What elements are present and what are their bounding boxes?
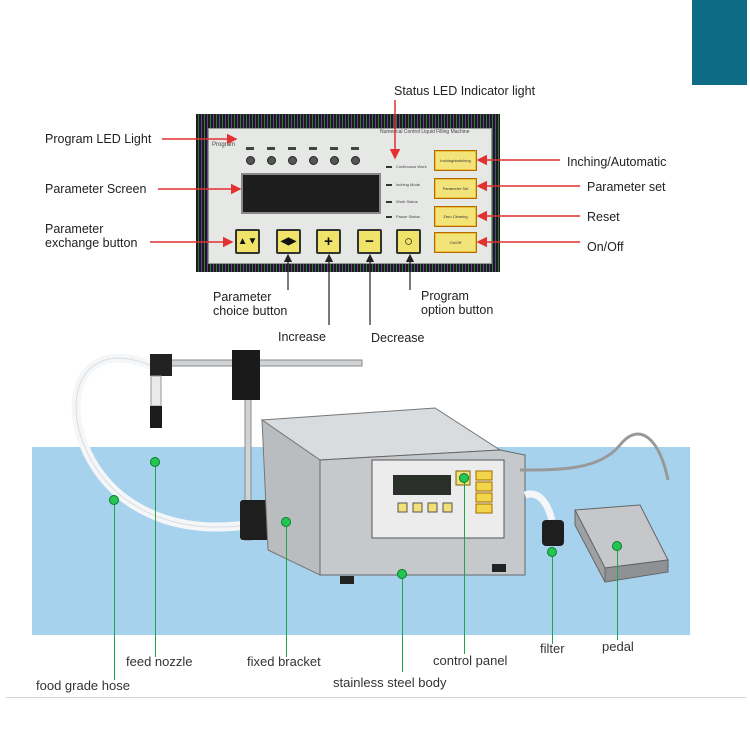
label-param-exchange-2: exchange button: [45, 236, 138, 250]
pointer-line-stainless-body: [402, 574, 403, 672]
pointer-dot-control-panel: [459, 473, 469, 483]
pointer-line-pedal: [617, 546, 618, 640]
label-param-choice-1: Parameter: [213, 290, 272, 304]
program-option-button[interactable]: ○: [396, 229, 421, 254]
pointer-dot-filter: [547, 547, 557, 557]
label-onoff: On/Off: [587, 240, 624, 254]
label-param-set: Parameter set: [587, 180, 666, 194]
program-led: [351, 156, 360, 165]
label-filter: filter: [540, 641, 565, 656]
status-led: [386, 216, 392, 218]
label-param-choice-2: choice button: [213, 304, 288, 318]
label-food-grade-hose: food grade hose: [36, 678, 130, 693]
parameter-screen: [241, 173, 381, 214]
parameter-choice-button[interactable]: ◀▶: [276, 229, 301, 254]
machine-title: Numerical Control Liquid Filling Machine: [380, 129, 470, 135]
label-decrease: Decrease: [371, 331, 425, 345]
label-param-exchange-1: Parameter: [45, 222, 104, 236]
label-program-option-2: option button: [421, 303, 494, 317]
status-item: Continuous Work: [396, 164, 427, 169]
label-program-led: Program LED Light: [45, 132, 152, 146]
status-led: [386, 201, 392, 203]
label-parameter-screen: Parameter Screen: [45, 182, 147, 196]
increase-button[interactable]: +: [316, 229, 341, 254]
status-led: [386, 166, 392, 168]
pointer-dot-fixed-bracket: [281, 517, 291, 527]
parameter-exchange-button[interactable]: ▲▼: [235, 229, 260, 254]
corner-accent-block: [692, 0, 747, 85]
label-reset: Reset: [587, 210, 620, 224]
status-item: Work Status: [396, 199, 418, 204]
pointer-dot-pedal: [612, 541, 622, 551]
filling-machine-illustration: [71, 350, 670, 584]
pointer-dot-food-grade-hose: [109, 495, 119, 505]
program-dash: [246, 147, 254, 150]
label-control-panel: control panel: [433, 653, 508, 668]
program-led: [267, 156, 276, 165]
pointer-line-food-grade-hose: [114, 500, 115, 680]
label-fixed-bracket: fixed bracket: [247, 654, 321, 669]
panel-callout-arrows: [150, 100, 580, 325]
program-dash: [330, 147, 338, 150]
pointer-line-filter: [552, 550, 553, 644]
status-item: Pause Status: [396, 214, 420, 219]
label-increase: Increase: [278, 330, 326, 344]
pointer-dot-feed-nozzle: [150, 457, 160, 467]
bottom-divider: [6, 697, 746, 698]
program-dash: [351, 147, 359, 150]
program-word: Program: [212, 142, 236, 148]
label-pedal: pedal: [602, 639, 634, 654]
program-led: [309, 156, 318, 165]
pointer-line-fixed-bracket: [286, 520, 287, 657]
program-led: [288, 156, 297, 165]
label-inching: Inching/Automatic: [567, 155, 667, 169]
label-status-led: Status LED Indicator light: [394, 84, 536, 98]
pointer-line-feed-nozzle: [155, 460, 156, 657]
program-led: [246, 156, 255, 165]
pointer-dot-stainless-body: [397, 569, 407, 579]
label-feed-nozzle: feed nozzle: [126, 654, 193, 669]
label-program-option-1: Program: [421, 289, 469, 303]
program-dash: [309, 147, 317, 150]
label-stainless-steel-body: stainless steel body: [333, 675, 447, 690]
program-led: [330, 156, 339, 165]
pointer-line-control-panel: [464, 478, 465, 654]
status-led: [386, 184, 392, 186]
program-dash: [288, 147, 296, 150]
program-dash: [267, 147, 275, 150]
decrease-button[interactable]: −: [357, 229, 382, 254]
status-item: Inching Mode: [396, 182, 421, 187]
